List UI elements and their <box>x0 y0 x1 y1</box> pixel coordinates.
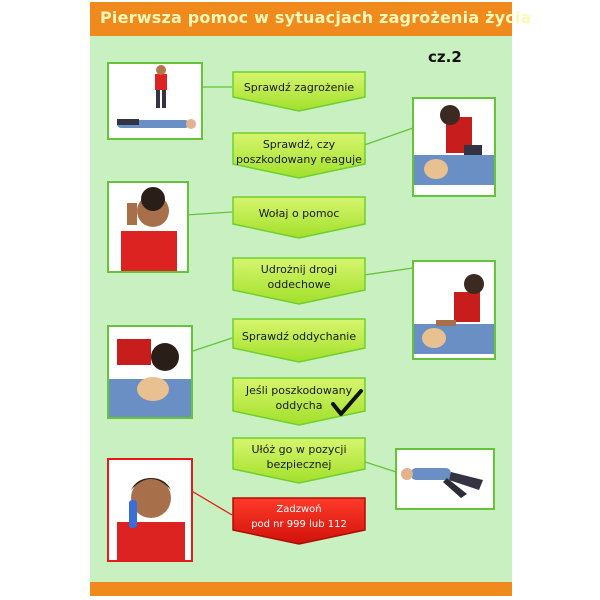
photo-check-breathing <box>107 325 193 419</box>
photo-recovery-position <box>395 448 495 510</box>
photo-open-airway <box>412 260 496 360</box>
poster-title: Pierwsza pomoc w sytuacjach zagrożenia ż… <box>100 8 532 27</box>
poster-header: Pierwsza pomoc w sytuacjach zagrożenia ż… <box>90 2 531 36</box>
emergency-connector <box>189 489 233 516</box>
step-check-breathing: Sprawdź oddychanie <box>241 330 357 343</box>
photo-danger-check <box>107 62 203 140</box>
poster: Pierwsza pomoc w sytuacjach zagrożenia ż… <box>90 2 531 596</box>
photo-call-emergency <box>107 458 193 562</box>
poster-footer <box>90 582 512 596</box>
step-shapes <box>232 71 366 484</box>
emergency-step-shape <box>232 497 366 545</box>
part-label: cz.2 <box>428 48 462 66</box>
check-mark-icon <box>331 389 363 416</box>
photo-call-for-help <box>107 181 189 273</box>
photo-check-response <box>412 97 496 197</box>
step-call-for-help: Wołaj o pomoc <box>258 207 340 220</box>
step-check-danger: Sprawdź zagrożenie <box>243 81 355 94</box>
flowchart-graphics <box>185 71 414 545</box>
